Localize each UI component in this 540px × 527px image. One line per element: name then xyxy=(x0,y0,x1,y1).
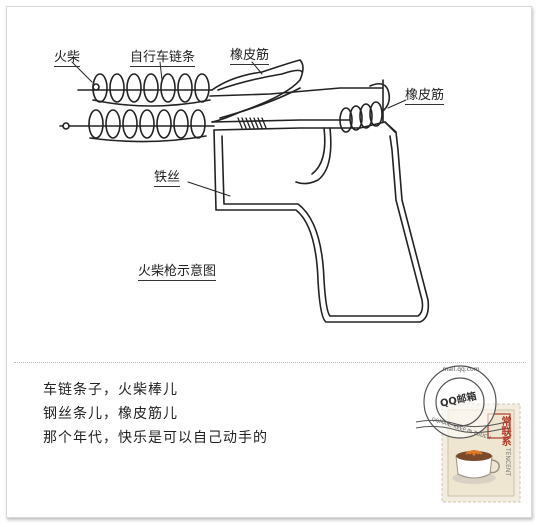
lower-chain-coils xyxy=(88,109,207,143)
stamp-title: 常联系 xyxy=(499,416,510,446)
label-chain: 自行车链条 xyxy=(130,46,196,67)
stamp-svg xyxy=(415,365,521,503)
gun-handle-outer xyxy=(213,121,430,323)
upper-chain-coils xyxy=(92,73,211,107)
leader-chain xyxy=(159,61,163,81)
coffee-cup-icon xyxy=(452,450,500,484)
stamp-area: QQ邮箱 mail.qq.com QQMAIL, KEEP IN TOUCH 常… xyxy=(402,358,532,508)
label-rubber-band-right: 橡皮筋 xyxy=(405,84,445,105)
trigger xyxy=(295,127,332,185)
rubber-band-coils-right xyxy=(339,82,391,133)
postmark xyxy=(415,365,507,439)
barrel-top-rail xyxy=(209,87,383,97)
wire-wraps xyxy=(237,117,267,129)
label-wire: 铁丝 xyxy=(154,166,181,187)
label-rubber-band-top: 橡皮筋 xyxy=(230,44,270,65)
stamp-side-text: TENCENT xyxy=(504,448,511,477)
postmark-ring-top: mail.qq.com xyxy=(442,366,480,373)
leader-wire xyxy=(187,181,231,197)
poem: 车链条子，火柴棒儿 钢丝条儿，橡皮筋儿 那个年代，快乐是可以自己动手的 xyxy=(43,378,268,450)
label-match: 火柴 xyxy=(54,46,81,67)
poem-line-2: 钢丝条儿，橡皮筋儿 xyxy=(43,406,178,422)
diagram-caption: 火柴枪示意图 xyxy=(138,260,217,281)
leader-rubber-right xyxy=(387,99,407,109)
gun-handle-inner xyxy=(221,135,424,317)
barrel-bottom-rail xyxy=(211,119,351,123)
poem-line-1: 车链条子，火柴棒儿 xyxy=(43,382,178,398)
leader-match xyxy=(71,61,93,83)
dotted-divider xyxy=(14,362,526,363)
poem-line-3: 那个年代，快乐是可以自己动手的 xyxy=(43,430,268,446)
matchgun-sketch xyxy=(59,59,430,323)
